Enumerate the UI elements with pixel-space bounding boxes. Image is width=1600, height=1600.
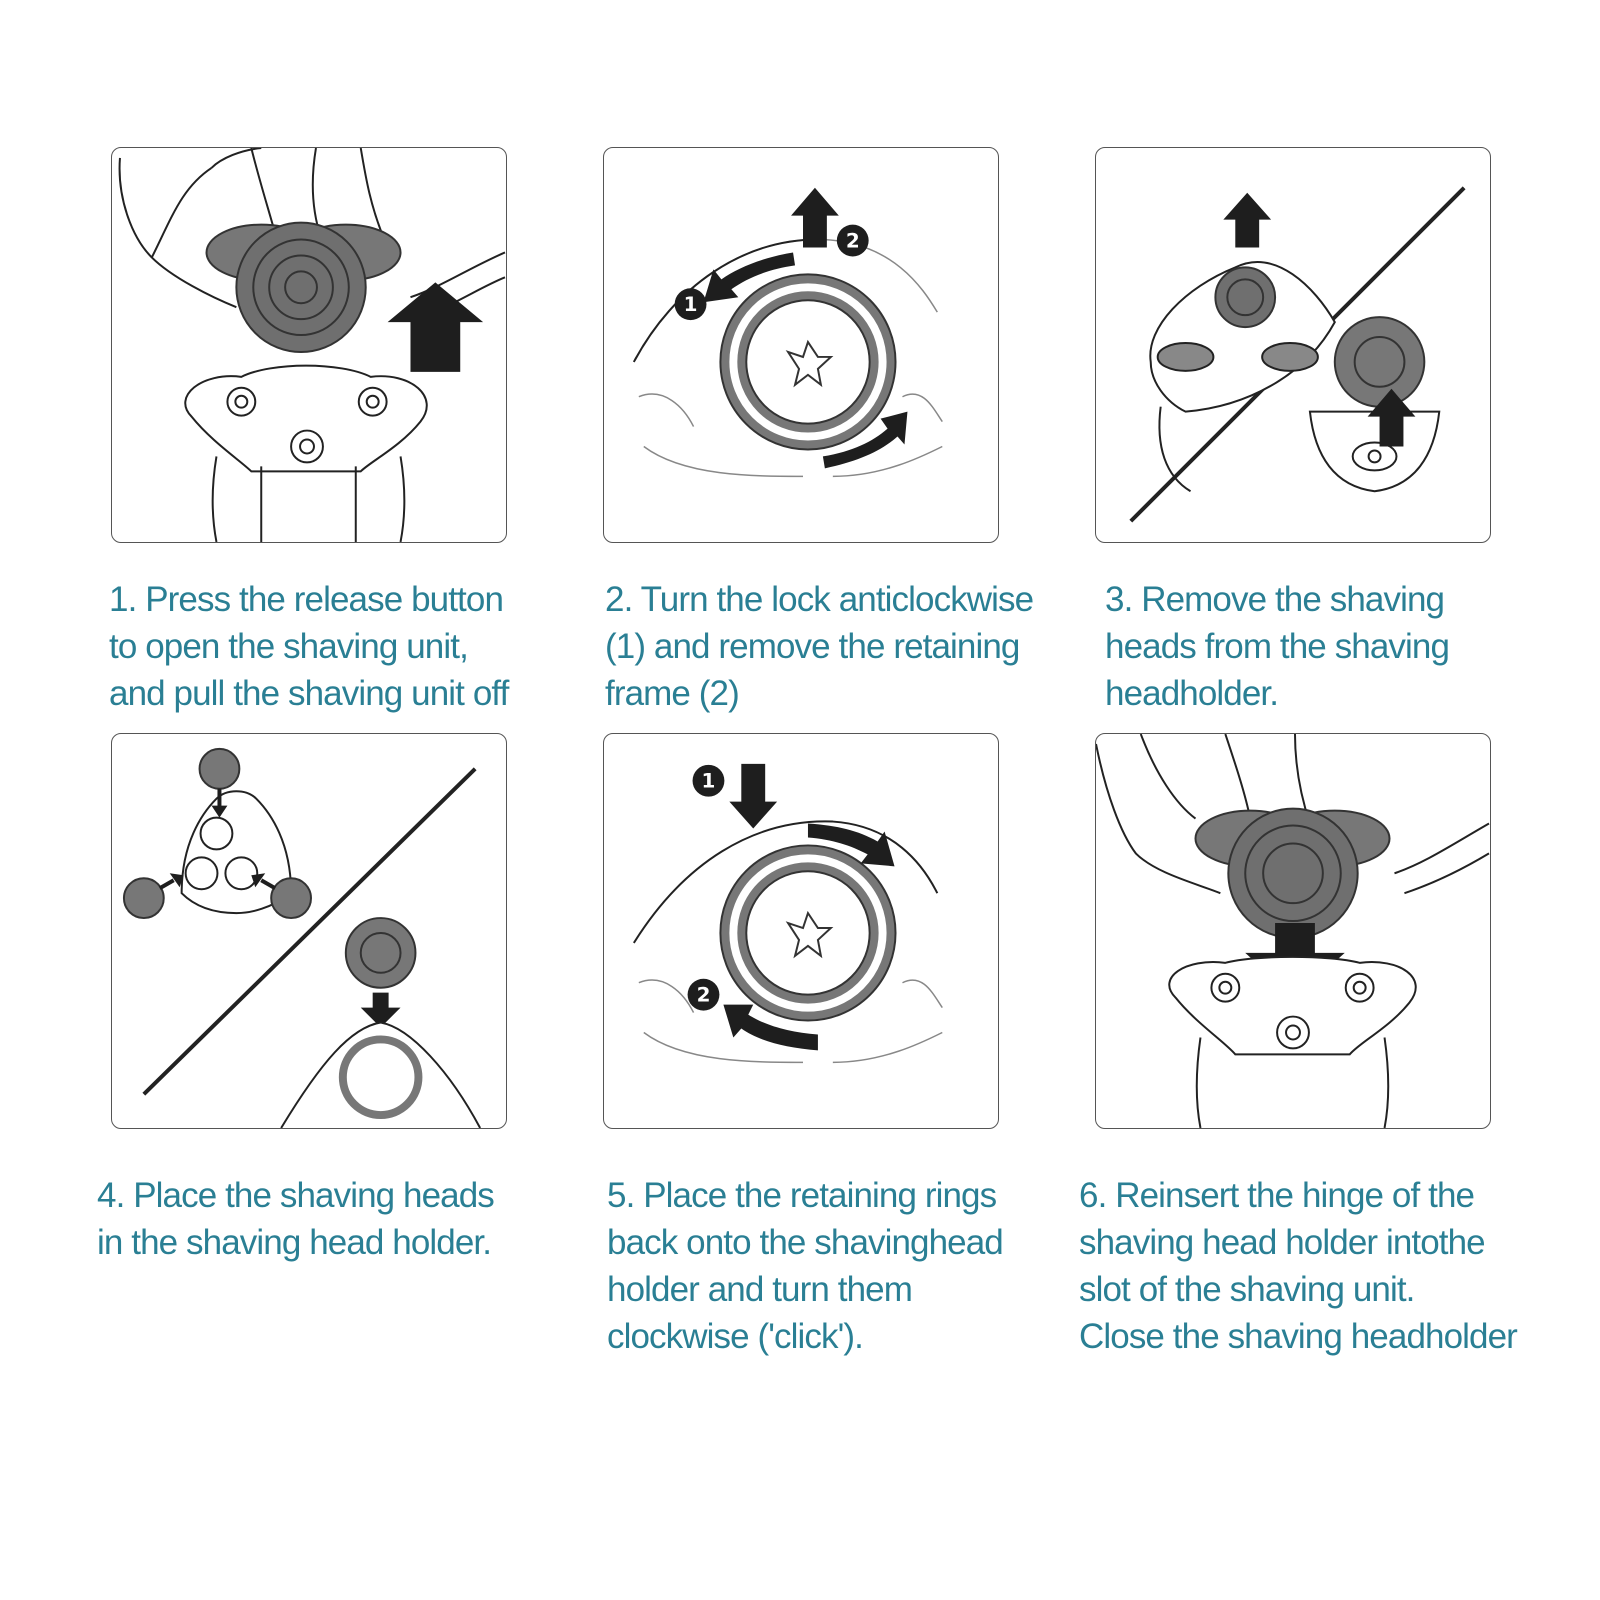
step-1-line-2: to open the shaving unit,	[109, 627, 469, 666]
step-3-line-1: 3. Remove the shaving	[1105, 580, 1445, 619]
head-holder-graphic	[1149, 261, 1336, 493]
holder-base-graphic	[280, 1021, 482, 1128]
clockwise-arrow-icon	[822, 411, 908, 469]
step-5-line-1: 5. Place the retaining rings	[607, 1176, 997, 1215]
step-4-illustration	[111, 733, 507, 1129]
step-1-line-3: and pull the shaving unit off	[109, 674, 509, 713]
step-6-drawing	[1096, 734, 1490, 1128]
step-5-caption: 5. Place the retaining rings back onto t…	[607, 1172, 1004, 1360]
step-2-caption: 2. Turn the lock anticlockwise (1) and r…	[605, 576, 1034, 717]
marker-2: 2	[836, 224, 869, 257]
marker-2-label: 2	[697, 984, 711, 1007]
shaving-heads-graphic	[122, 747, 312, 920]
step-6-illustration	[1095, 733, 1491, 1129]
step-1-line-1: 1. Press the release button	[109, 580, 504, 619]
cup-graphic	[1308, 410, 1441, 493]
step-3-drawing	[1129, 186, 1466, 523]
step-2-line-3: frame (2)	[605, 674, 740, 713]
anticlockwise-arrow-icon	[703, 252, 796, 303]
shaver-body-graphic	[1168, 955, 1417, 1128]
step-6-line-1: 6. Reinsert the hinge of the	[1079, 1176, 1475, 1215]
retaining-ring-graphic	[719, 273, 897, 451]
step-2-illustration: 1 2	[603, 147, 999, 543]
inward-arrows-icon	[158, 788, 277, 890]
step-3-line-3: headholder.	[1105, 674, 1279, 713]
shaving-head-graphic	[1214, 266, 1277, 329]
step-4-caption: 4. Place the shaving heads in the shavin…	[97, 1172, 495, 1266]
step-6-line-3: slot of the shaving unit.	[1079, 1270, 1415, 1309]
down-arrow-icon	[360, 992, 401, 1028]
up-arrow-icon	[791, 187, 839, 248]
step-4-line-1: 4. Place the shaving heads	[97, 1176, 495, 1215]
step-6-line-4: Close the shaving headholder	[1079, 1317, 1518, 1356]
step-5-illustration: 1 2	[603, 733, 999, 1129]
cutter-graphic	[344, 917, 417, 989]
step-5-line-2: back onto the shavinghead	[607, 1223, 1004, 1262]
step-1-caption: 1. Press the release button to open the …	[109, 576, 509, 717]
marker-1-label: 1	[702, 770, 716, 793]
marker-2: 2	[687, 978, 720, 1011]
up-arrow-icon	[387, 282, 484, 372]
step-1-drawing	[118, 148, 506, 542]
clockwise-arrow-icon-2	[723, 1004, 818, 1051]
step-6-line-2: shaving head holder intothe	[1079, 1223, 1486, 1262]
marker-1: 1	[674, 288, 707, 321]
up-arrow-icon	[1223, 192, 1272, 248]
divider-line	[142, 767, 477, 1096]
step-5-line-3: holder and turn them	[607, 1270, 913, 1309]
step-3-illustration	[1095, 147, 1491, 543]
marker-1-label: 1	[684, 293, 698, 316]
step-2-line-1: 2. Turn the lock anticlockwise	[605, 580, 1034, 619]
step-3-line-2: heads from the shaving	[1105, 627, 1450, 666]
step-2-drawing: 1 2	[632, 187, 943, 478]
down-arrow-icon	[729, 763, 778, 829]
step-3-caption: 3. Remove the shaving heads from the sha…	[1105, 576, 1450, 717]
step-5-line-4: clockwise ('click').	[607, 1317, 864, 1356]
marker-1: 1	[692, 764, 725, 797]
step-5-drawing: 1 2	[633, 763, 943, 1064]
shaving-heads-graphic	[1194, 807, 1391, 939]
clockwise-arrow-icon	[807, 823, 895, 867]
step-1-illustration	[111, 147, 507, 543]
step-6-caption: 6. Reinsert the hinge of the shaving hea…	[1079, 1172, 1518, 1360]
step-4-drawing	[122, 747, 482, 1128]
step-2-line-2: (1) and remove the retaining	[605, 627, 1020, 666]
step-4-line-2: in the shaving head holder.	[97, 1223, 492, 1262]
cutter-graphic	[1333, 316, 1426, 408]
shaver-body-graphic	[184, 364, 428, 542]
marker-2-label: 2	[846, 229, 860, 252]
retaining-ring-graphic	[719, 844, 897, 1022]
shaving-heads-graphic	[205, 221, 402, 353]
